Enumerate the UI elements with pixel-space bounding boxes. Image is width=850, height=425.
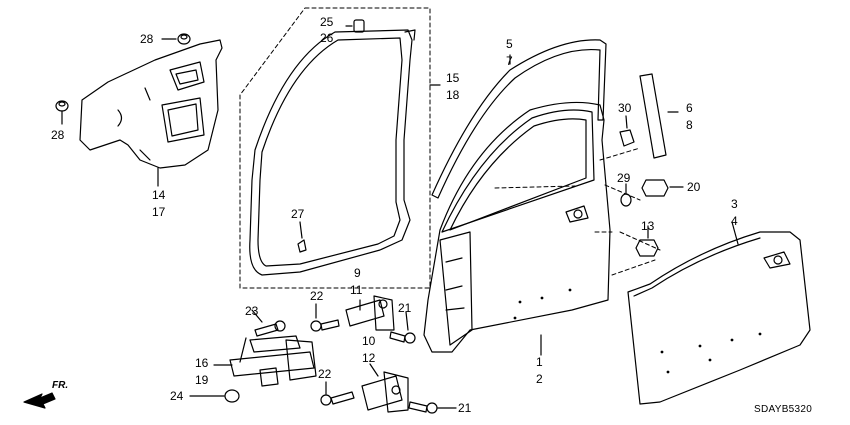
callout-23: 23 (245, 304, 259, 318)
door-panel-insulator (79, 39, 223, 169)
opening-weatherstrip (249, 29, 416, 276)
nut-29 (620, 183, 632, 207)
front-door (423, 101, 611, 356)
callout-6: 6 (686, 101, 693, 115)
callout-10: 10 (362, 334, 376, 348)
bumper-13 (635, 225, 659, 257)
callout-29: 29 (617, 171, 631, 185)
callout-19: 19 (195, 373, 209, 387)
clip-28-left (55, 100, 69, 125)
weatherstrip-clip-25 (345, 19, 365, 33)
nut-24 (189, 389, 240, 403)
callout-28-top: 28 (140, 32, 154, 46)
callout-17: 17 (152, 205, 166, 219)
door-checker (213, 335, 317, 387)
callout-2: 2 (536, 372, 543, 386)
callout-5: 5 (506, 37, 513, 51)
callout-25: 25 (320, 15, 334, 29)
callout-11: 11 (350, 283, 363, 297)
bolt-21-upper (389, 311, 416, 344)
front-direction-arrow (23, 392, 56, 409)
bolt-21-lower (408, 401, 457, 414)
clip-28-top (161, 33, 191, 45)
callout-22-lower: 22 (318, 367, 332, 381)
callout-24: 24 (170, 389, 184, 403)
callout-4: 4 (731, 214, 738, 228)
diagram-code: SDAYB5320 (754, 404, 813, 415)
run-channel (431, 39, 607, 199)
bolt-23 (251, 309, 286, 337)
upper-hinge (345, 295, 395, 331)
callout-7: 7 (506, 54, 513, 68)
callout-16: 16 (195, 356, 209, 370)
callout-26: 26 (320, 31, 334, 45)
callout-15: 15 (446, 71, 460, 85)
callout-30: 30 (618, 101, 632, 115)
bolt-22-upper (310, 303, 340, 332)
clip-27 (297, 221, 307, 253)
front-direction-label: FR. (52, 380, 69, 391)
callout-3: 3 (731, 197, 738, 211)
callout-20: 20 (687, 180, 701, 194)
callout-28-left: 28 (51, 128, 65, 142)
callout-1: 1 (536, 355, 543, 369)
callout-21-upper: 21 (398, 301, 412, 315)
sash-trim (639, 73, 679, 159)
lower-hinge (361, 363, 409, 413)
callout-9: 9 (354, 266, 361, 280)
callout-22-upper: 22 (310, 289, 324, 303)
plug-30 (619, 115, 635, 147)
callout-21-lower: 21 (458, 401, 472, 415)
bolt-22-lower (320, 381, 355, 406)
callout-13: 13 (641, 219, 655, 233)
callout-14: 14 (152, 188, 166, 202)
outer-door-skin (627, 221, 811, 405)
callout-27: 27 (291, 207, 305, 221)
bumper-20 (641, 179, 684, 197)
callout-12: 12 (362, 351, 376, 365)
callout-18: 18 (446, 88, 460, 102)
callout-8: 8 (686, 118, 693, 132)
